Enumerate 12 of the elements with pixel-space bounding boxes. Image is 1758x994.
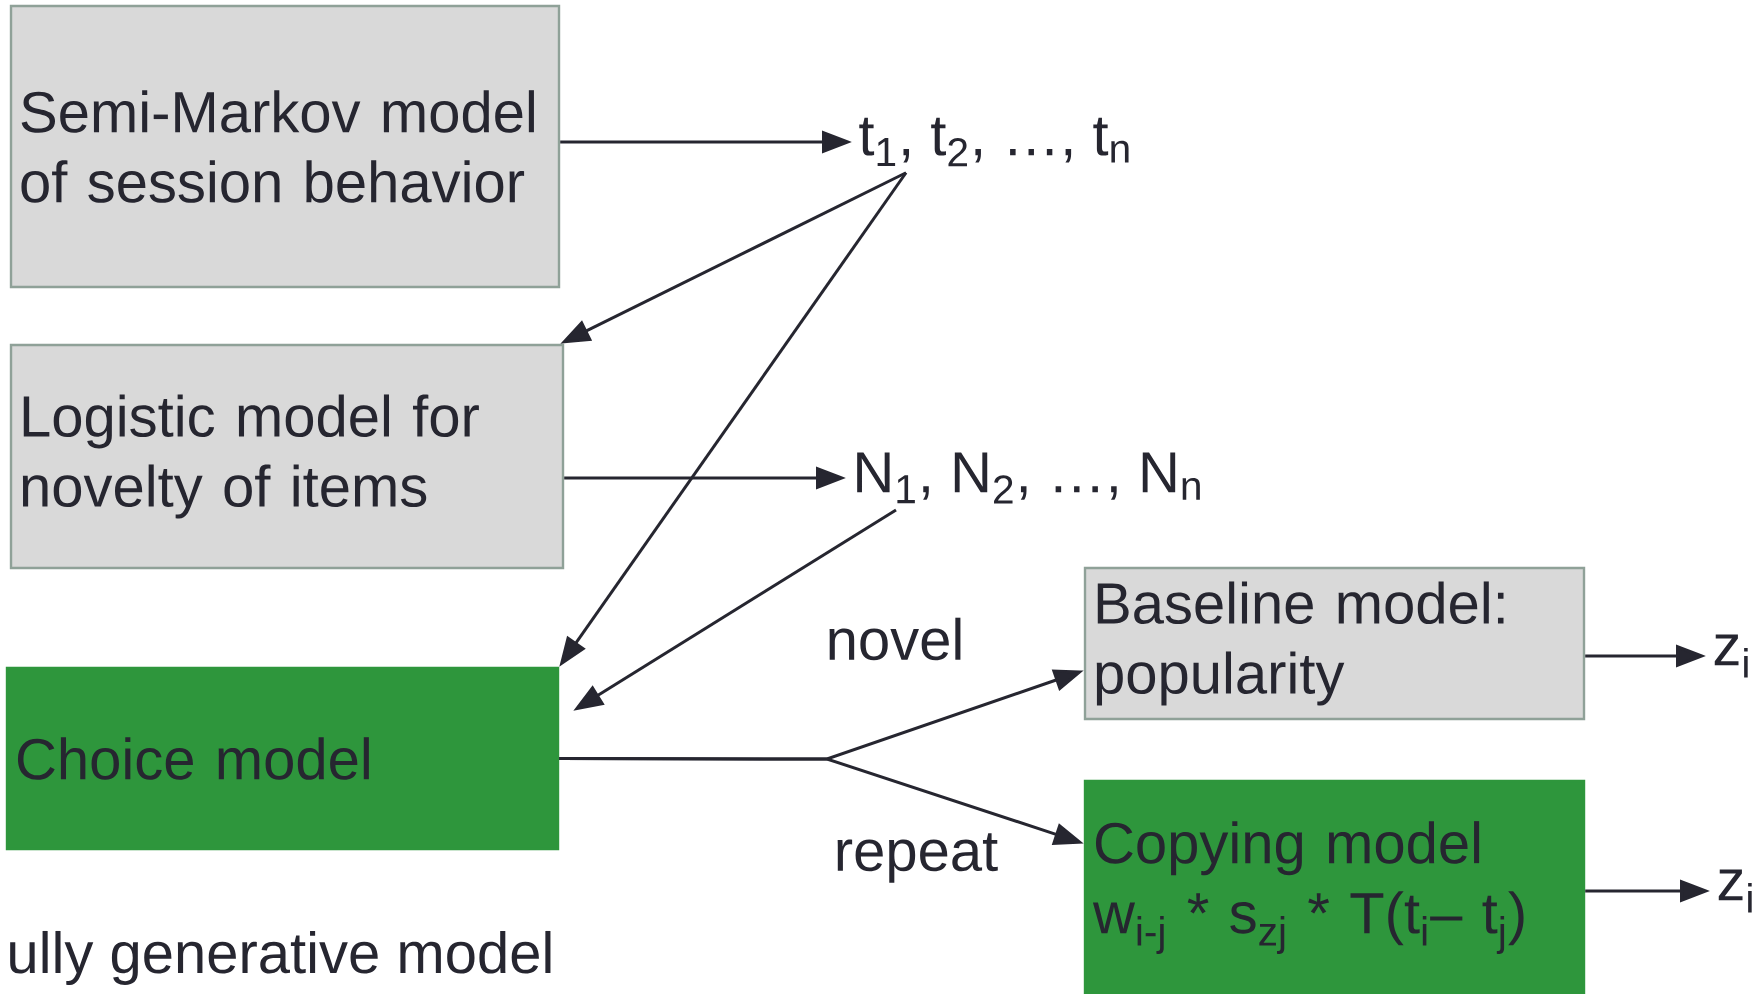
edge-label: repeat (829, 829, 1003, 887)
caption-text: ully generative model (10, 930, 551, 986)
variable-label: z$_{i}$ (1714, 634, 1748, 678)
process-box: Choice model (5, 666, 560, 851)
variable-label: z$_{i}$ (1718, 869, 1752, 913)
variable-label: N$_{1}$, N$_{2}$, …, N$_{n}$ (857, 452, 1200, 504)
process-box: Copying model w$_{i-j}$ * s$_{zj}$ * T(t$_{i}$– t$_{j}$) (1083, 779, 1586, 994)
process-box: Semi-Markov model of session behavior (9, 4, 561, 289)
edge-label: novel (821, 613, 969, 665)
process-box: Logistic model for novelty of items (9, 343, 565, 570)
variable-label: t$_{1}$, t$_{2}$, …, t$_{n}$ (859, 117, 1129, 167)
process-box: Baseline model: popularity (1083, 566, 1586, 721)
